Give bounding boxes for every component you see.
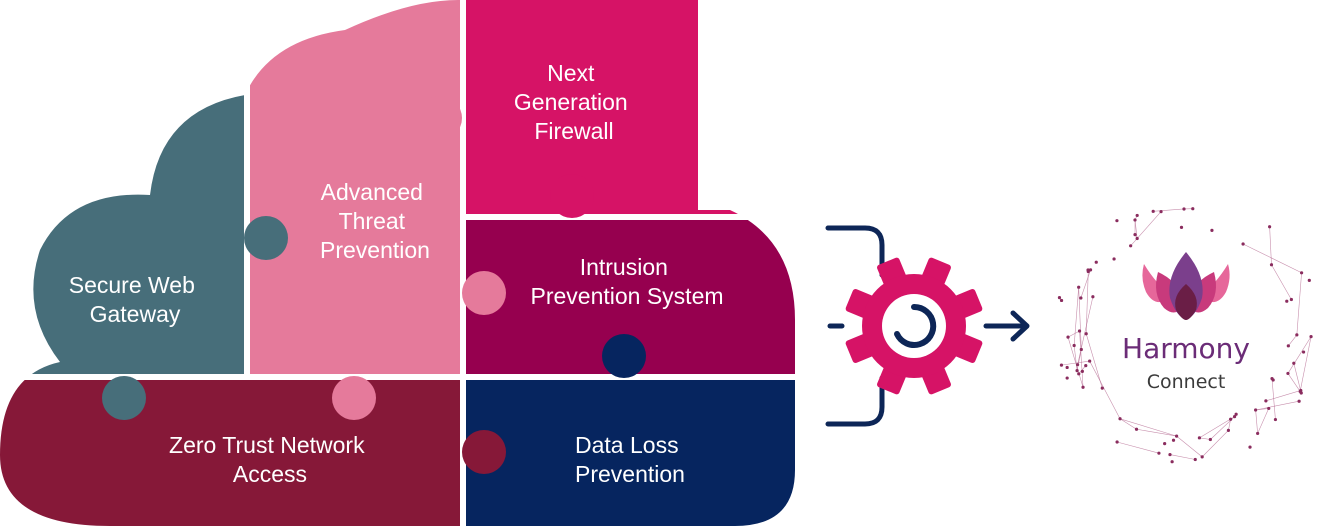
- puzzle-tabs: [102, 96, 646, 474]
- tab-atp-into-ips: [462, 271, 506, 315]
- piece-zero-trust-network-access: [0, 380, 460, 526]
- gear-icon: [845, 257, 983, 395]
- tab-atp-into-ngfw: [418, 96, 462, 140]
- lotus-logo-icon: [1142, 252, 1230, 320]
- piece-advanced-threat-prevention: [250, 0, 460, 374]
- puzzle-cloud: [0, 0, 795, 526]
- label-secure-web-gateway: Secure Web Gateway: [69, 272, 202, 327]
- label-data-loss-prevention: Data Loss Prevention: [575, 432, 685, 487]
- tab-swg-into-ztna: [102, 376, 146, 420]
- label-next-generation-firewall: Next Generation Firewall: [514, 60, 634, 144]
- tab-atp-into-ztna: [332, 376, 376, 420]
- label-advanced-threat-prevention: Advanced Threat Prevention: [320, 179, 430, 263]
- brand-name: Harmony: [1122, 332, 1250, 365]
- harmony-connect-badge: Harmony Connect: [1057, 207, 1313, 464]
- arrow-right-icon: [983, 310, 1030, 342]
- network-mesh-ring: [1057, 207, 1313, 464]
- bracket-connector: [825, 225, 885, 427]
- label-intrusion-prevention-system: Intrusion Prevention System: [530, 254, 723, 309]
- piece-data-loss-prevention: [466, 380, 795, 526]
- tab-dlp-into-ips: [602, 334, 646, 378]
- tab-swg-into-atp: [244, 216, 288, 260]
- tab-ngfw-into-ips: [550, 174, 594, 218]
- label-zero-trust-network-access: Zero Trust Network Access: [169, 432, 371, 487]
- tab-ztna-into-dlp: [462, 430, 506, 474]
- brand-product: Connect: [1147, 371, 1226, 393]
